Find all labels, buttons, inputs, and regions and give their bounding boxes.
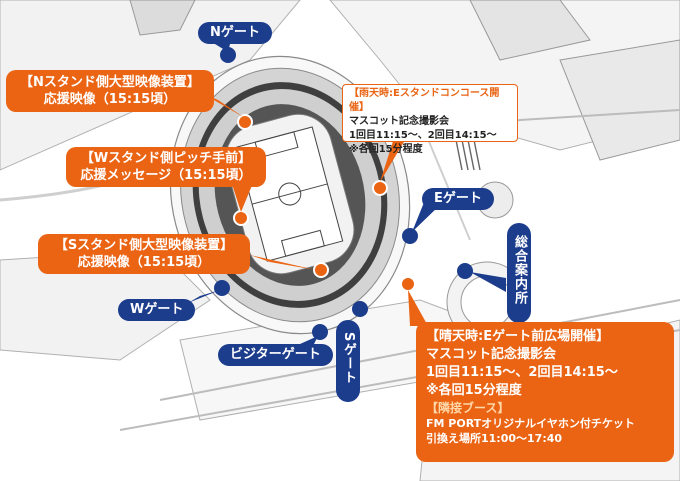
callout-s-stand-sub: 応援映像（15:15頃） [77, 255, 211, 270]
callout-rain-line-1: マスコット記念撮影会 [349, 116, 449, 127]
callout-w-stand-title: 【Wスタンド側ピッチ手前】 [80, 151, 252, 166]
callout-e-plaza-line-3: ※各回15分程度 [426, 383, 522, 398]
callout-w-stand: 【Wスタンド側ピッチ手前】 応援メッセージ（15:15頃） [66, 147, 266, 187]
w-gate-label[interactable]: Wゲート [118, 299, 196, 321]
callout-w-stand-sub: 応援メッセージ（15:15頃） [80, 168, 252, 183]
callout-e-plaza-sub-line-2: 引換え場所11:00～17:40 [426, 432, 563, 445]
callout-e-plaza-title: 【晴天時:Eゲート前広場開催】 [426, 329, 610, 344]
callout-e-plaza: 【晴天時:Eゲート前広場開催】 マスコット記念撮影会 1回目11:15～、2回目… [416, 322, 674, 462]
callout-s-stand: 【Sスタンド側大型映像装置】 応援映像（15:15頃） [38, 234, 250, 274]
visitor-gate-label[interactable]: ビジターゲート [218, 344, 333, 366]
e-gate-label[interactable]: Eゲート [422, 188, 494, 210]
callout-rain: 【雨天時:Eスタンドコンコース開催】 マスコット記念撮影会 1回目11:15～、… [342, 84, 518, 155]
callout-e-plaza-line-2: 1回目11:15～、2回目14:15～ [426, 365, 618, 380]
callout-n-stand-sub: 応援映像（15:15頃） [43, 92, 177, 107]
callout-rain-line-3: ※各回15分程度 [349, 144, 423, 155]
callout-rain-title: 【雨天時:Eスタンドコンコース開催】 [349, 88, 500, 113]
callout-n-stand-title: 【Nスタンド側大型映像装置】 [20, 75, 200, 90]
callout-e-plaza-sub-line-1: FM PORTオリジナルイヤホン付チケット [426, 417, 635, 430]
callout-rain-line-2: 1回目11:15～、2回目14:15～ [349, 130, 497, 141]
n-gate-label[interactable]: Nゲート [198, 22, 272, 44]
s-gate-label[interactable]: Sゲート [336, 320, 360, 402]
info-center-label[interactable]: 総合案内所 [507, 223, 531, 323]
callout-e-plaza-sub-title: 【隣接ブース】 [426, 401, 510, 415]
callout-n-stand: 【Nスタンド側大型映像装置】 応援映像（15:15頃） [6, 70, 214, 112]
callout-e-plaza-line-1: マスコット記念撮影会 [426, 347, 557, 362]
callout-s-stand-title: 【Sスタンド側大型映像装置】 [54, 238, 234, 253]
